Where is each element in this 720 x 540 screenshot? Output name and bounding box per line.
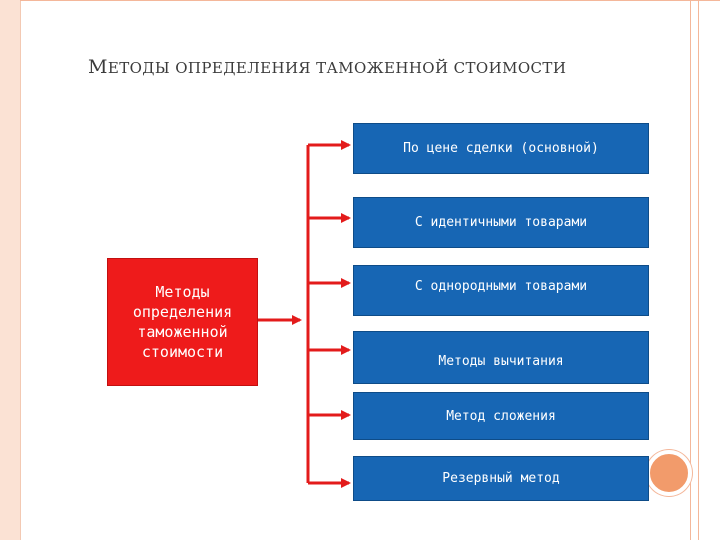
- method-box-similar-goods: С однородными товарами: [353, 265, 649, 316]
- method-label: С идентичными товарами: [414, 215, 588, 230]
- decorative-circle: [646, 450, 692, 496]
- method-label: Резервный метод: [442, 471, 560, 486]
- slide-right-border-inner: [698, 0, 699, 540]
- method-label: Метод сложения: [446, 408, 556, 424]
- slide-right-border: [690, 0, 691, 540]
- slide-title: МЕТОДЫ ОПРЕДЕЛЕНИЯ ТАМОЖЕННОЙ СТОИМОСТИ: [88, 56, 566, 78]
- source-box: Методы определения таможенной стоимости: [107, 258, 258, 386]
- method-box-transaction-value: По цене сделки (основной): [353, 123, 649, 174]
- method-box-computed: Метод сложения: [353, 392, 649, 440]
- method-box-identical-goods: С идентичными товарами: [353, 197, 649, 248]
- method-box-deductive: Методы вычитания: [353, 331, 649, 384]
- method-box-fallback: Резервный метод: [353, 456, 649, 501]
- slide-top-border: [20, 0, 720, 1]
- slide-left-border: [0, 0, 21, 540]
- title-rest: ЕТОДЫ ОПРЕДЕЛЕНИЯ ТАМОЖЕННОЙ СТОИМОСТИ: [107, 59, 567, 77]
- method-label: С однородными товарами: [414, 279, 588, 294]
- method-label: Методы вычитания: [438, 354, 564, 369]
- title-lead-letter: М: [88, 56, 108, 78]
- source-box-label: Методы определения таможенной стоимости: [132, 283, 233, 361]
- method-label: По цене сделки (основной): [403, 141, 599, 156]
